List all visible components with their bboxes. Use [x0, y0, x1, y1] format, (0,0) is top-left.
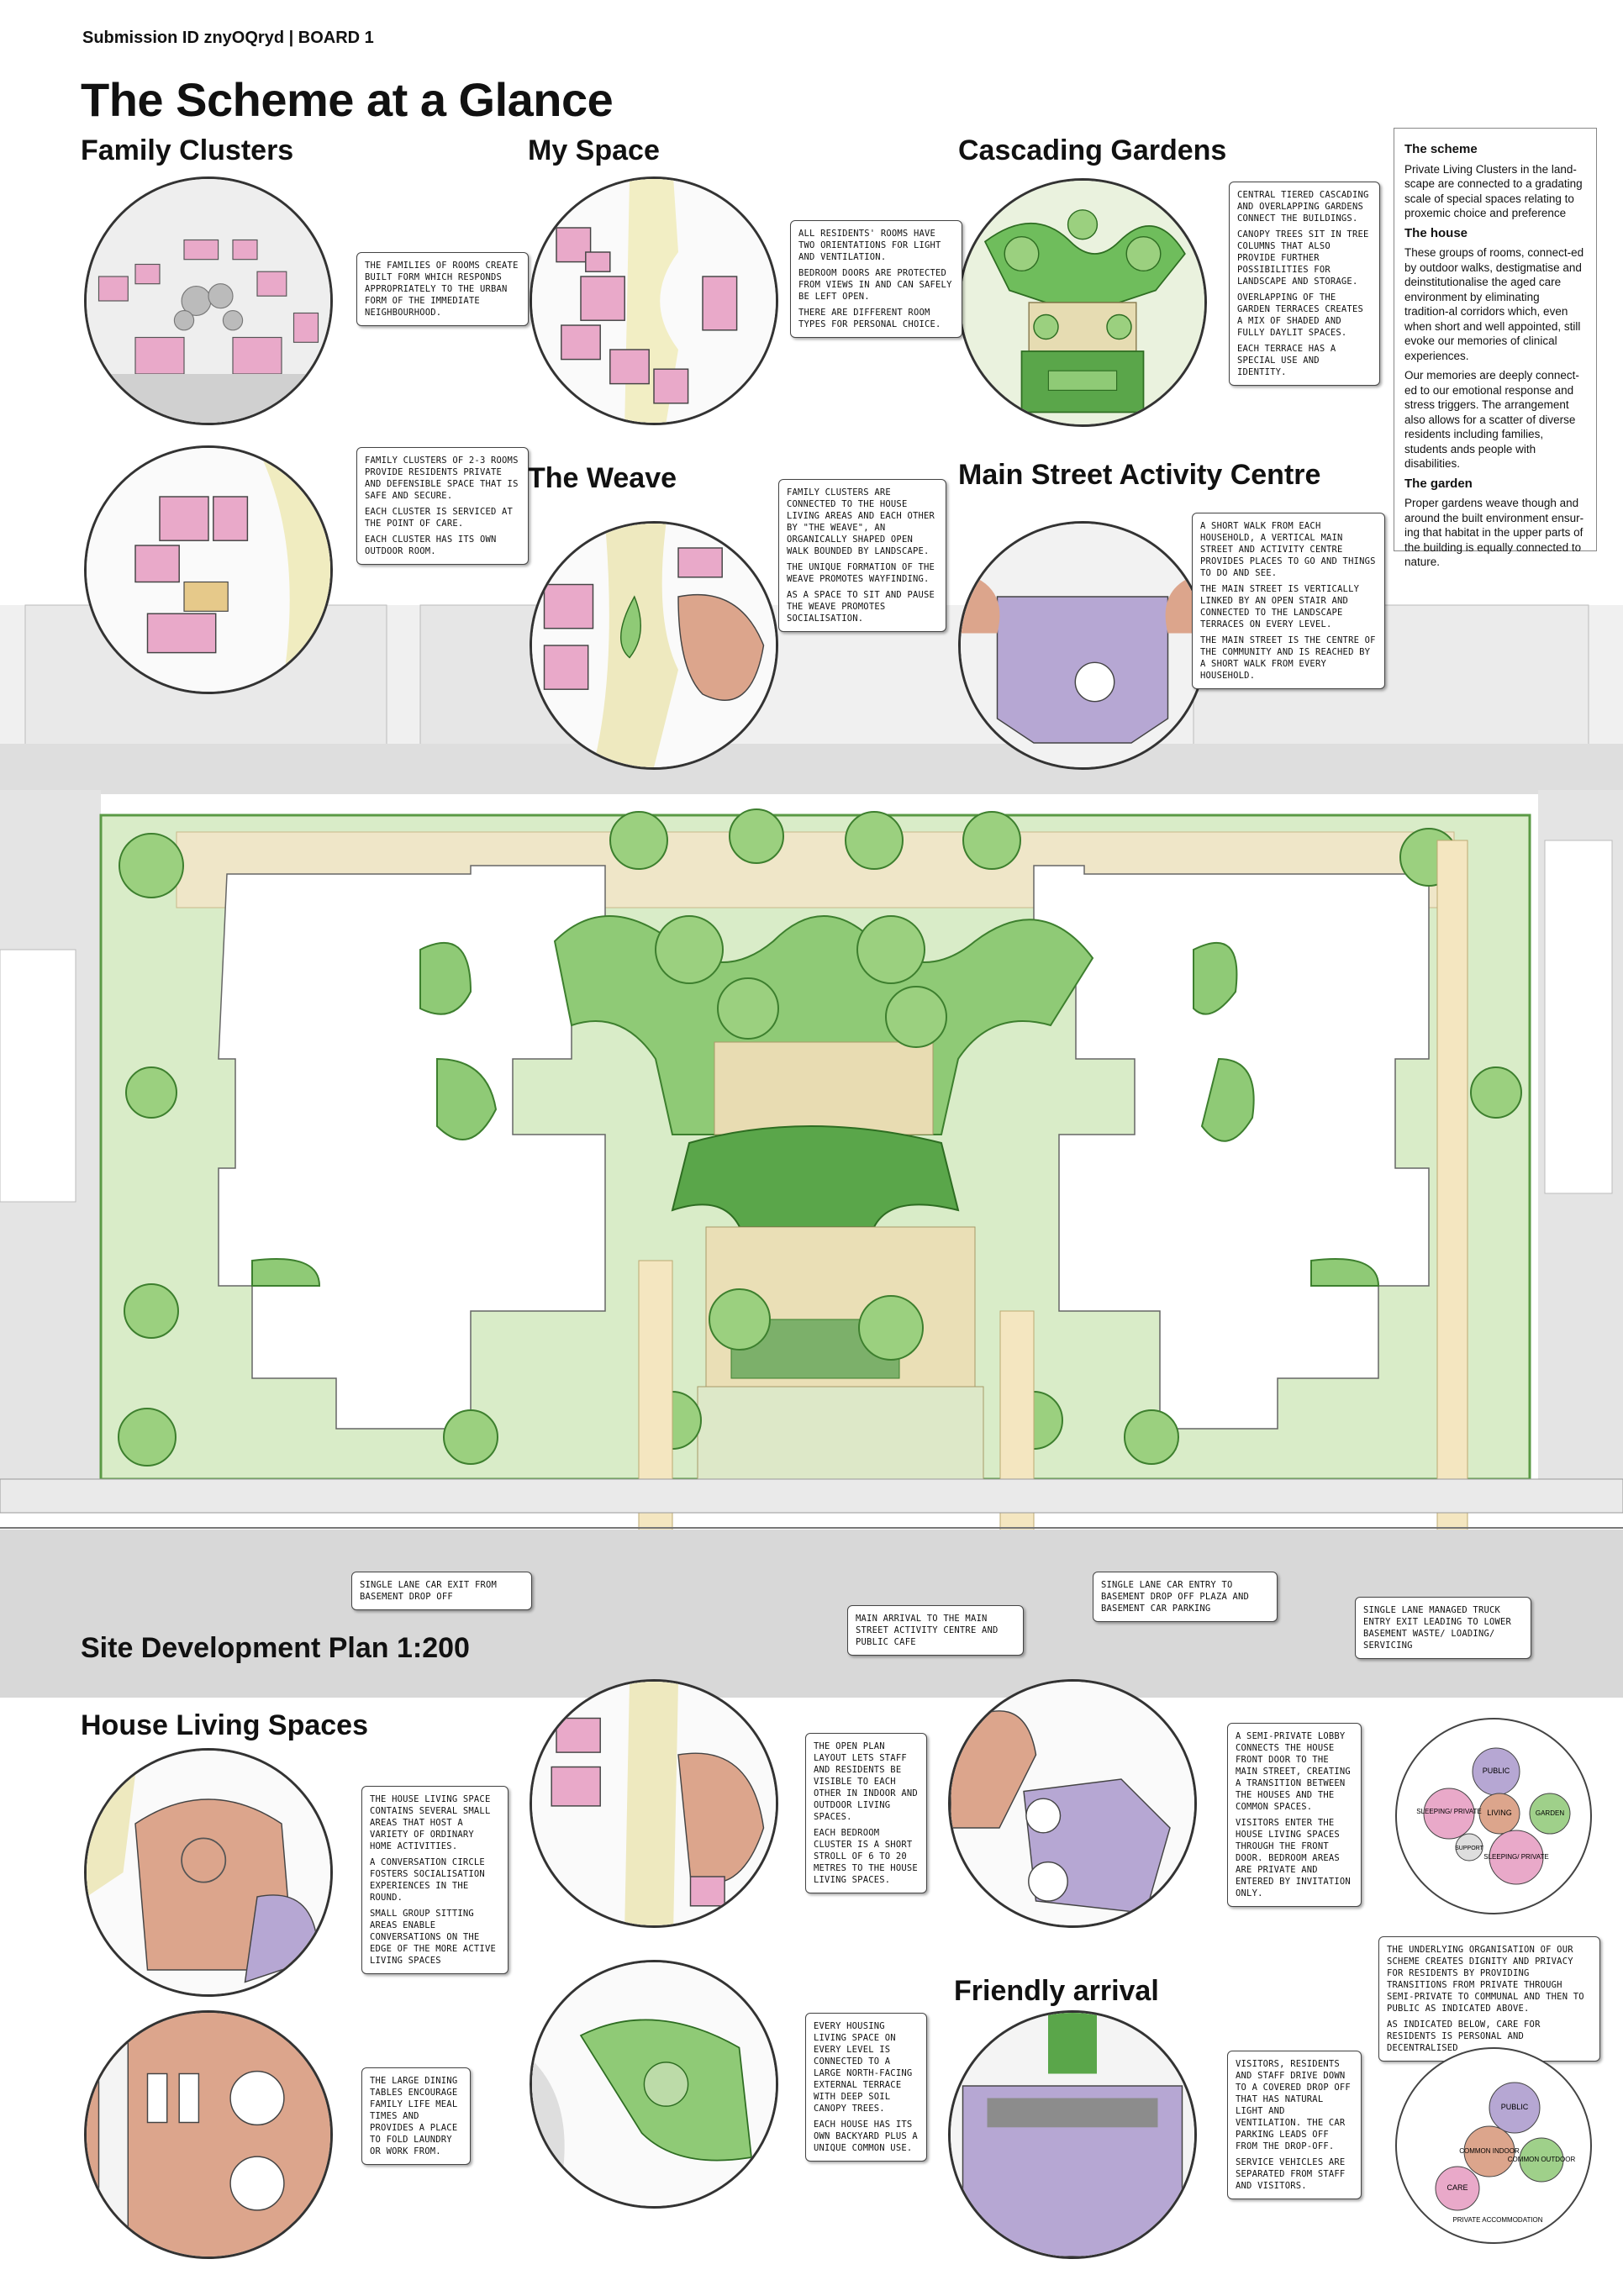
note-cascading-gardens: Central tiered cascading and overlapping…: [1229, 182, 1380, 386]
family-cluster-rooms-circle: [84, 445, 333, 694]
note-text: A short walk from each household, a vert…: [1200, 521, 1376, 578]
note-text: As indicated below, care for residents i…: [1387, 2020, 1541, 2053]
house-living-space-circle: [84, 1748, 333, 1997]
site-development-plan: [0, 588, 1623, 1698]
note-open-plan: The open plan layout lets staff and resi…: [805, 1733, 927, 1893]
note-friendly-arrival: Visitors, residents and staff drive down…: [1227, 2051, 1362, 2199]
note-text: Each house has its own backyard plus a u…: [814, 2120, 918, 2153]
note-text: Each cluster has its own outdoor room.: [365, 535, 497, 556]
heading-friendly-arrival: Friendly arrival: [954, 1975, 1159, 2007]
heading-the-weave: The Weave: [528, 462, 677, 494]
note-main-street: A short walk from each household, a vert…: [1192, 513, 1385, 689]
note-text: Each bedroom cluster is a short stroll o…: [814, 1828, 918, 1885]
note-family-clusters-rooms: Family clusters of 2-3 rooms provide res…: [356, 447, 529, 565]
diagram-label-public: PUBLIC: [1501, 2103, 1529, 2111]
diagram-label-support: SUPPORT: [1455, 1846, 1483, 1851]
dining-tables-circle: [84, 2010, 333, 2259]
note-text: The house living space contains several …: [370, 1794, 491, 1851]
note-house-living-space: The house living space contains several …: [361, 1786, 509, 1974]
note-text: Visitors enter the house living spaces t…: [1236, 1818, 1351, 1898]
main-street-circle: [958, 521, 1207, 770]
note-text: Each cluster is serviced at the point of…: [365, 507, 514, 529]
note-text: Canopy trees sit in tree columns that al…: [1237, 229, 1369, 287]
relationship-diagram-bottom: PUBLIC COMMON INDOOR COMMON OUTDOOR CARE…: [1395, 2047, 1592, 2244]
note-truck-entry: Single lane managed truck entry exit lea…: [1355, 1597, 1531, 1659]
cascading-gardens-circle: [958, 178, 1207, 427]
diagram-label-common-outdoor: COMMON OUTDOOR: [1508, 2156, 1576, 2163]
note-text: Each terrace has a special use and ident…: [1237, 344, 1336, 377]
note-text: Every housing living space on every leve…: [814, 2021, 913, 2114]
external-terrace-circle: [530, 1960, 778, 2209]
note-dining-tables: The large dining tables encourage family…: [361, 2067, 471, 2165]
heading-my-space: My Space: [528, 134, 660, 166]
note-text: A conversation circle fosters socialisat…: [370, 1857, 485, 1903]
heading-site-plan: Site Development Plan 1:200: [81, 1632, 470, 1664]
note-text: The unique formation of the weave promot…: [787, 562, 935, 584]
note-text: Family clusters of 2-3 rooms provide res…: [365, 456, 519, 501]
note-text: Service vehicles are separated from staf…: [1236, 2157, 1346, 2191]
relationship-diagram-top: PUBLIC SLEEPING/ PRIVATE LIVING GARDEN S…: [1395, 1718, 1592, 1914]
house-text-2: Our memories are deeply connect-ed to ou…: [1404, 369, 1579, 470]
diagram-label-garden: GARDEN: [1536, 1809, 1564, 1817]
heading-family-clusters: Family Clusters: [81, 134, 294, 166]
heading-cascading-gardens: Cascading Gardens: [958, 134, 1227, 166]
diagram-label-common-indoor: COMMON INDOOR: [1459, 2147, 1520, 2155]
note-car-entry: Single lane car entry to basement drop o…: [1093, 1572, 1278, 1622]
family-clusters-plan-circle: [84, 176, 333, 425]
scheme-description-box: The scheme Private Living Clusters in th…: [1394, 128, 1597, 568]
note-text: Family clusters are connected to the hou…: [787, 487, 935, 556]
my-space-plan-circle: [530, 176, 778, 425]
note-my-space: All residents' rooms have two orientatio…: [790, 220, 962, 338]
note-semi-private-lobby: A semi-private lobby connects the house …: [1227, 1723, 1362, 1907]
submission-id: Submission ID znyOQryd | BOARD 1: [82, 29, 374, 47]
garden-text: Proper gardens weave though and around t…: [1404, 497, 1584, 568]
note-text: Single lane managed truck entry exit lea…: [1363, 1605, 1512, 1651]
the-weave-circle: [530, 521, 778, 770]
house-title: The house: [1404, 225, 1468, 240]
note-text: The large dining tables encourage family…: [370, 2076, 458, 2156]
page-title: The Scheme at a Glance: [81, 73, 614, 126]
note-family-clusters-form: The families of rooms create built form …: [356, 252, 529, 326]
note-text: As a space to sit and pause the weave pr…: [787, 590, 935, 624]
note-the-weave: Family clusters are connected to the hou…: [778, 479, 946, 632]
heading-house-living-spaces: House Living Spaces: [81, 1709, 368, 1741]
note-text: The families of rooms create built form …: [365, 261, 519, 318]
diagram-label-public: PUBLIC: [1483, 1767, 1510, 1775]
semi-private-lobby-circle: [948, 1679, 1197, 1928]
house-text-1: These groups of rooms, connect-ed by out…: [1404, 246, 1584, 362]
note-text: The open plan layout lets staff and resi…: [814, 1741, 918, 1822]
note-text: There are different room types for perso…: [798, 308, 941, 329]
note-main-arrival: Main arrival to the main street activity…: [847, 1605, 1024, 1656]
note-text: Overlapping of the garden terraces creat…: [1237, 292, 1363, 338]
note-text: Visitors, residents and staff drive down…: [1236, 2059, 1351, 2151]
scheme-title: The scheme: [1404, 142, 1478, 156]
note-text: The underlying organisation of our schem…: [1387, 1945, 1584, 2014]
note-text: A semi-private lobby connects the house …: [1236, 1731, 1351, 1812]
note-text: All residents' rooms have two orientatio…: [798, 229, 941, 262]
note-text: Small group sitting areas enable convers…: [370, 1909, 496, 1966]
diagram-label-sleeping-bottom: SLEEPING/ PRIVATE: [1483, 1853, 1549, 1861]
note-text: Single lane car entry to basement drop o…: [1101, 1580, 1250, 1614]
note-car-exit: Single lane car exit from basement drop …: [351, 1572, 532, 1610]
friendly-arrival-circle: [948, 2010, 1197, 2259]
note-external-terrace: Every housing living space on every leve…: [805, 2013, 927, 2162]
note-text: Bedroom doors are protected from views i…: [798, 268, 952, 302]
scheme-text: Private Living Clusters in the land-scap…: [1404, 162, 1583, 220]
diagram-label-private-accommodation: PRIVATE ACCOMMODATION: [1452, 2216, 1542, 2224]
note-text: Main arrival to the main street activity…: [856, 1614, 999, 1647]
diagram-label-sleeping-left: SLEEPING/ PRIVATE: [1416, 1808, 1482, 1815]
note-organisation: The underlying organisation of our schem…: [1378, 1936, 1600, 2062]
diagram-label-care: CARE: [1446, 2183, 1468, 2192]
diagram-label-living: LIVING: [1487, 1809, 1512, 1817]
open-plan-circle: [530, 1679, 778, 1928]
note-text: Single lane car exit from basement drop …: [360, 1580, 498, 1602]
note-text: Central tiered cascading and overlapping…: [1237, 190, 1369, 224]
note-text: The main street is the centre of the com…: [1200, 635, 1376, 681]
garden-title: The garden: [1404, 476, 1473, 491]
heading-main-street: Main Street Activity Centre: [958, 459, 1321, 491]
note-text: The main street is vertically linked by …: [1200, 584, 1360, 629]
